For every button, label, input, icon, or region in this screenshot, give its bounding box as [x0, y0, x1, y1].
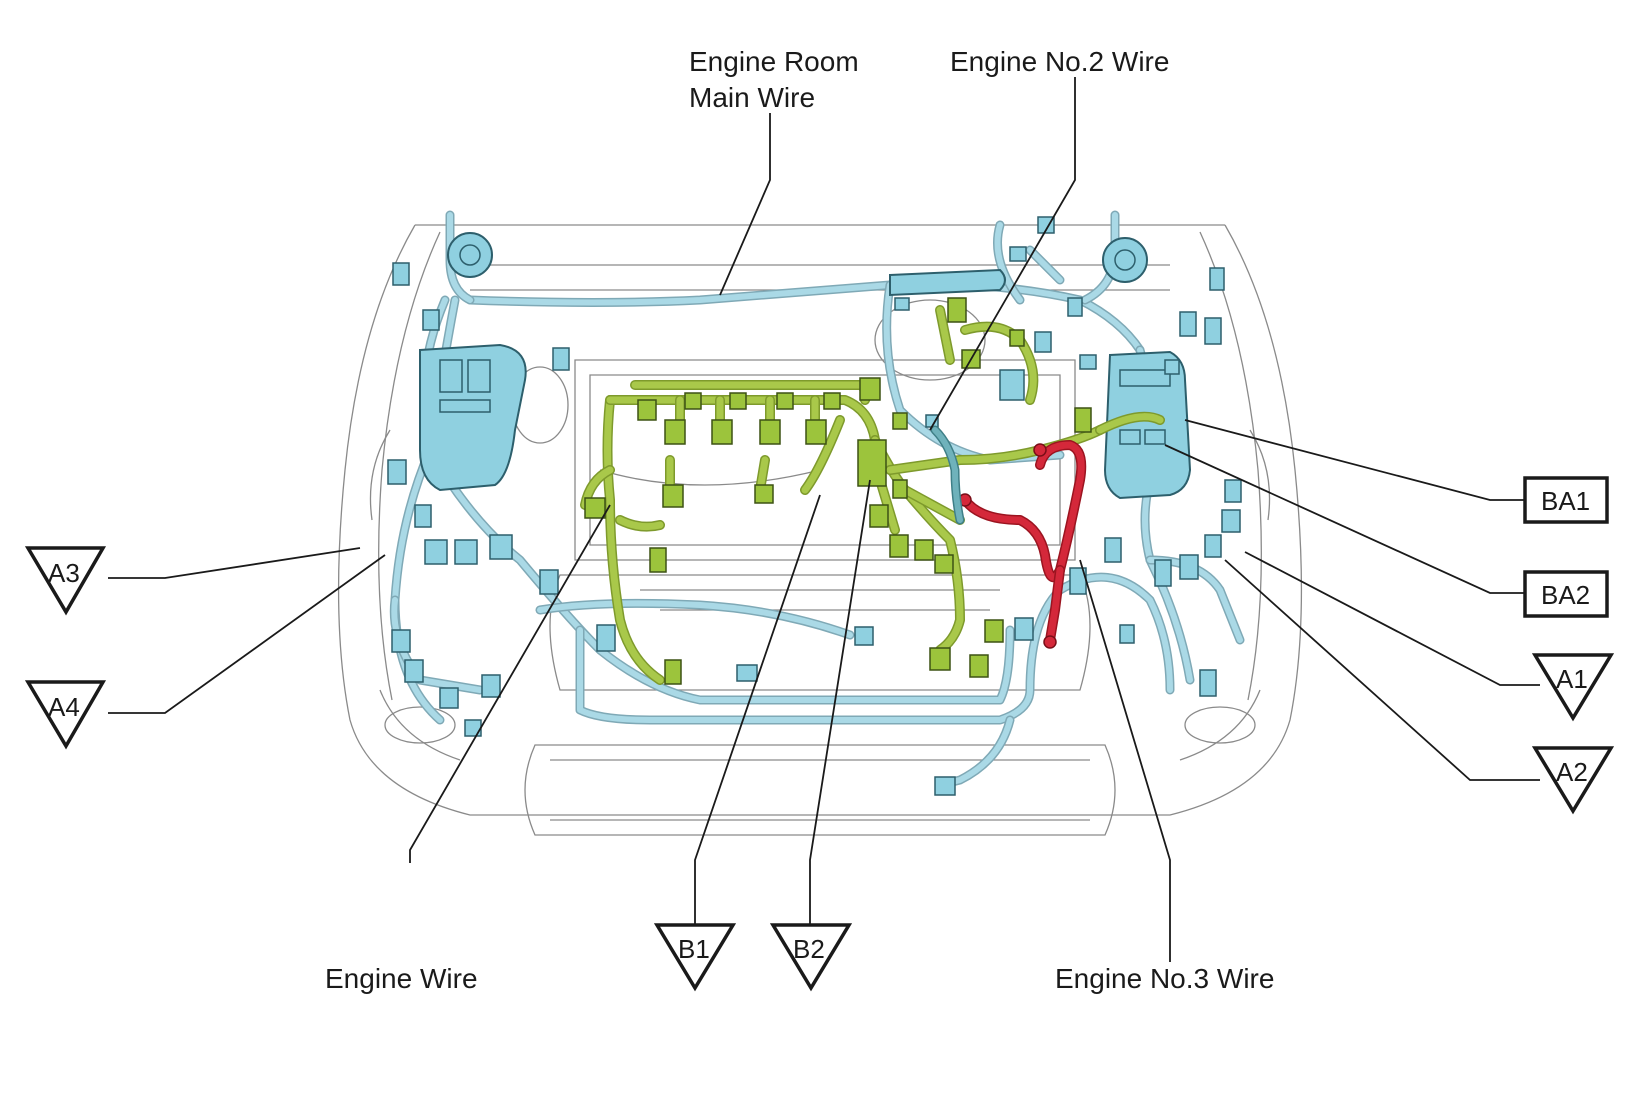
tag-ba2-text: BA2 — [1541, 580, 1590, 610]
wire-labels: Engine Room Main Wire Engine No.2 Wire E… — [325, 46, 1274, 994]
tag-ba2: BA2 — [1523, 570, 1609, 618]
tag-ba1-text: BA1 — [1541, 486, 1590, 516]
blue-connectors — [387, 216, 1242, 796]
tag-b1-text: B1 — [678, 934, 710, 964]
tag-a4: A4 — [24, 680, 107, 750]
label-engine-room-main-wire-line1: Engine Room — [689, 46, 859, 77]
tag-a1: A1 — [1531, 653, 1615, 722]
engine-no3-wire-harness — [958, 440, 1087, 649]
tag-b1: B1 — [653, 923, 737, 992]
green-connectors — [584, 297, 1092, 685]
tag-ba1: BA1 — [1523, 476, 1609, 524]
label-engine-wire: Engine Wire — [325, 963, 478, 994]
tag-a3: A3 — [24, 546, 107, 616]
tag-a2: A2 — [1531, 746, 1615, 815]
tag-a2-text: A2 — [1556, 757, 1588, 787]
leader-lines — [108, 77, 1540, 962]
tag-b2-text: B2 — [793, 934, 825, 964]
engine-room-boxes — [419, 232, 1192, 500]
connector-tags: A3 A4 B1 B2 A1 A2 BA1 BA2 — [24, 476, 1615, 992]
label-engine-room-main-wire-line2: Main Wire — [689, 82, 815, 113]
tag-b2: B2 — [769, 923, 853, 992]
label-engine-no3-wire: Engine No.3 Wire — [1055, 963, 1274, 994]
right-ecu-box — [1103, 350, 1192, 500]
label-engine-no2-wire: Engine No.2 Wire — [950, 46, 1169, 77]
tag-a4-text: A4 — [48, 692, 80, 722]
tag-a1-text: A1 — [1556, 664, 1588, 694]
engine-no2-wire-harness — [930, 425, 965, 525]
engine-room-main-wire-harness — [389, 210, 1245, 790]
tag-a3-text: A3 — [48, 558, 80, 588]
